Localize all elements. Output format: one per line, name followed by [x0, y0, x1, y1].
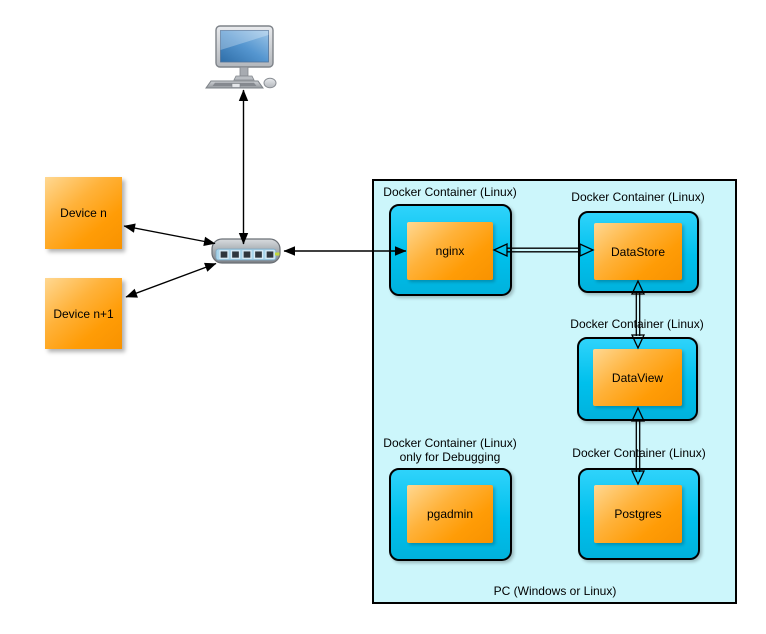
app-node-postgres: Postgres: [594, 485, 682, 543]
app-node-nginx: nginx: [407, 222, 493, 280]
container-label-dataview: Docker Container (Linux): [570, 317, 704, 331]
app-node-dataview: DataView: [593, 349, 682, 406]
ethernet-switch-icon: [211, 238, 281, 264]
desktop-computer-icon: [205, 25, 277, 89]
device-n-plus-1-node: Device n+1: [45, 278, 122, 349]
app-node-datastore: DataStore: [594, 223, 682, 280]
container-label-pgadmin-line2: only for Debugging: [399, 450, 501, 464]
container-label-pgadmin-line1: Docker Container (Linux): [383, 436, 517, 450]
host-pc-label: PC (Windows or Linux): [493, 584, 617, 598]
edge-device-n-network-switch: [123, 223, 216, 247]
container-label-nginx: Docker Container (Linux): [383, 185, 517, 199]
container-label-datastore: Docker Container (Linux): [571, 190, 705, 204]
app-node-pgadmin: pgadmin: [407, 485, 493, 543]
container-label-postgres: Docker Container (Linux): [572, 446, 706, 460]
container-label-pgadmin: Docker Container (Linux)only for Debuggi…: [350, 436, 550, 464]
edge-device-n-plus-1-network-switch: [125, 262, 217, 298]
device-n-node: Device n: [45, 177, 122, 249]
